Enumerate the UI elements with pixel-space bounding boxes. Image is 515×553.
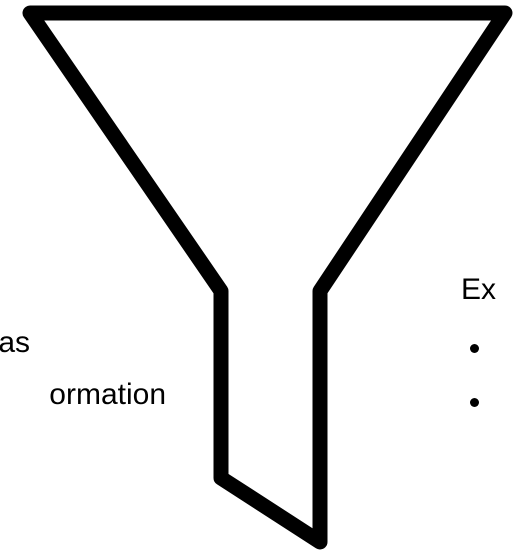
bullet-icon — [470, 344, 479, 353]
right-heading: Ex — [461, 273, 497, 306]
bullet-icon — [470, 398, 479, 407]
funnel-outline — [22, 5, 513, 550]
left-text-line-1: as — [0, 326, 30, 359]
left-text-line-2: ormation — [49, 378, 166, 411]
